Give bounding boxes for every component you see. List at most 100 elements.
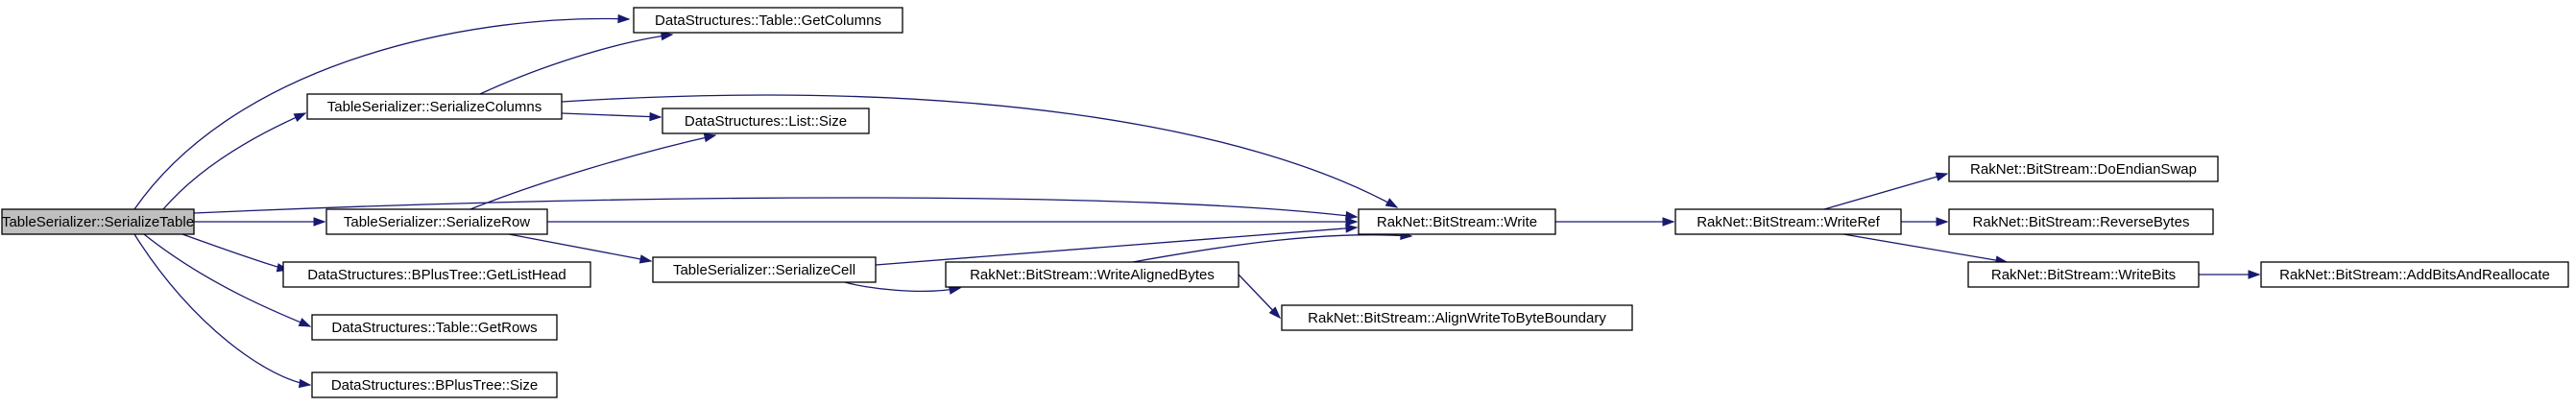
node-box xyxy=(325,208,548,235)
edge-n4-n9 xyxy=(547,217,1359,227)
node-label: RakNet::BitStream::ReverseBytes xyxy=(1973,214,2190,230)
node-n2[interactable]: TableSerializer::SerializeColumns xyxy=(306,93,563,120)
node-label: TableSerializer::SerializeCell xyxy=(673,262,855,278)
edge-n2-n3 xyxy=(561,111,662,122)
node-box xyxy=(1948,208,2214,235)
arrowhead-icon xyxy=(1936,217,1949,227)
node-n12[interactable]: RakNet::BitStream::WriteRef xyxy=(1674,208,1902,235)
arrowhead-icon xyxy=(617,13,631,24)
node-box xyxy=(633,7,903,34)
node-label: DataStructures::List::Size xyxy=(685,113,847,130)
arrowhead-icon xyxy=(298,378,312,389)
edge-line xyxy=(1132,234,1412,263)
edge-n2-n9 xyxy=(561,94,1399,208)
edge-line xyxy=(162,112,306,210)
edge-layer xyxy=(133,13,2261,389)
edge-n4-n5 xyxy=(508,233,653,264)
arrowhead-icon xyxy=(1345,217,1359,227)
arrowhead-icon xyxy=(649,111,662,122)
node-box xyxy=(652,256,877,283)
edge-n0-n7 xyxy=(143,233,312,327)
edge-n0-n2 xyxy=(162,112,307,210)
edge-n15-n16 xyxy=(2199,270,2261,279)
node-box xyxy=(282,261,591,288)
node-box xyxy=(2260,261,2569,288)
edge-n0-n1 xyxy=(133,13,631,210)
edge-n2-n1 xyxy=(479,31,674,95)
arrowhead-icon xyxy=(1935,172,1949,181)
arrowhead-icon xyxy=(1384,198,1399,208)
arrowhead-icon xyxy=(638,254,653,264)
node-box xyxy=(1358,208,1556,235)
node-label: TableSerializer::SerializeColumns xyxy=(327,99,542,115)
node-label: RakNet::BitStream::Write xyxy=(1377,214,1537,230)
node-n11[interactable]: RakNet::BitStream::AlignWriteToByteBound… xyxy=(1281,304,1633,331)
edge-line xyxy=(479,34,673,95)
edge-line xyxy=(143,233,311,327)
node-n9[interactable]: RakNet::BitStream::Write xyxy=(1358,208,1556,235)
node-n8[interactable]: DataStructures::BPlusTree::Size xyxy=(311,371,558,398)
node-n5[interactable]: TableSerializer::SerializeCell xyxy=(652,256,877,283)
edge-n12-n15 xyxy=(1842,233,2009,265)
node-label: DataStructures::BPlusTree::GetListHead xyxy=(307,267,566,283)
edge-n0-n6 xyxy=(181,233,290,273)
node-box xyxy=(662,108,870,134)
node-n0[interactable]: TableSerializer::SerializeTable xyxy=(1,208,195,235)
edge-line xyxy=(133,233,311,386)
node-box xyxy=(945,261,1240,288)
node-label: DataStructures::BPlusTree::Size xyxy=(331,377,538,394)
edge-n4-n3 xyxy=(469,132,717,210)
edge-line xyxy=(875,227,1358,266)
node-label: DataStructures::Table::GetRows xyxy=(331,320,537,336)
edge-line xyxy=(1823,173,1948,210)
arrowhead-icon xyxy=(1345,224,1359,233)
node-box xyxy=(311,314,558,341)
edge-line xyxy=(181,233,289,271)
edge-line xyxy=(193,197,1358,218)
arrowhead-icon xyxy=(298,318,312,327)
node-label: TableSerializer::SerializeRow xyxy=(344,214,530,230)
edge-line xyxy=(1842,233,2008,263)
node-layer: TableSerializer::SerializeTableDataStruc… xyxy=(1,7,2569,398)
edge-line xyxy=(561,94,1398,208)
edge-n12-n13 xyxy=(1823,172,1949,210)
node-n13[interactable]: RakNet::BitStream::DoEndianSwap xyxy=(1948,156,2219,182)
node-box xyxy=(1281,304,1633,331)
edge-n0-n4 xyxy=(194,217,326,227)
node-n14[interactable]: RakNet::BitStream::ReverseBytes xyxy=(1948,208,2214,235)
edge-n9-n12 xyxy=(1555,217,1675,227)
node-label: RakNet::BitStream::WriteAlignedBytes xyxy=(970,267,1215,283)
arrowhead-icon xyxy=(313,217,326,227)
edge-line xyxy=(469,134,716,210)
edge-line xyxy=(133,17,630,210)
node-box xyxy=(311,371,558,398)
node-label: RakNet::BitStream::DoEndianSwap xyxy=(1970,161,2197,178)
arrowhead-icon xyxy=(1268,306,1282,320)
node-box xyxy=(1674,208,1902,235)
node-n16[interactable]: RakNet::BitStream::AddBitsAndReallocate xyxy=(2260,261,2569,288)
node-box xyxy=(1948,156,2219,182)
node-n10[interactable]: RakNet::BitStream::WriteAlignedBytes xyxy=(945,261,1240,288)
edge-line xyxy=(561,112,662,118)
edge-line xyxy=(508,233,652,262)
node-n3[interactable]: DataStructures::List::Size xyxy=(662,108,870,134)
node-n1[interactable]: DataStructures::Table::GetColumns xyxy=(633,7,903,34)
node-n7[interactable]: DataStructures::Table::GetRows xyxy=(311,314,558,341)
edge-n0-n9 xyxy=(193,197,1359,221)
edge-n12-n14 xyxy=(1901,217,1949,227)
node-label: DataStructures::Table::GetColumns xyxy=(655,12,881,29)
node-box xyxy=(1,208,195,235)
node-label: RakNet::BitStream::WriteBits xyxy=(1991,267,2176,283)
arrowhead-icon xyxy=(293,112,307,122)
edge-n10-n9 xyxy=(1132,230,1413,263)
edge-n0-n8 xyxy=(133,233,312,389)
edge-n10-n11 xyxy=(1238,274,1282,320)
node-n4[interactable]: TableSerializer::SerializeRow xyxy=(325,208,548,235)
arrowhead-icon xyxy=(660,31,674,41)
edge-line xyxy=(844,281,961,292)
node-label: RakNet::BitStream::WriteRef xyxy=(1697,214,1880,230)
node-n6[interactable]: DataStructures::BPlusTree::GetListHead xyxy=(282,261,591,288)
node-label: RakNet::BitStream::AddBitsAndReallocate xyxy=(2279,267,2550,283)
node-n15[interactable]: RakNet::BitStream::WriteBits xyxy=(1967,261,2200,288)
